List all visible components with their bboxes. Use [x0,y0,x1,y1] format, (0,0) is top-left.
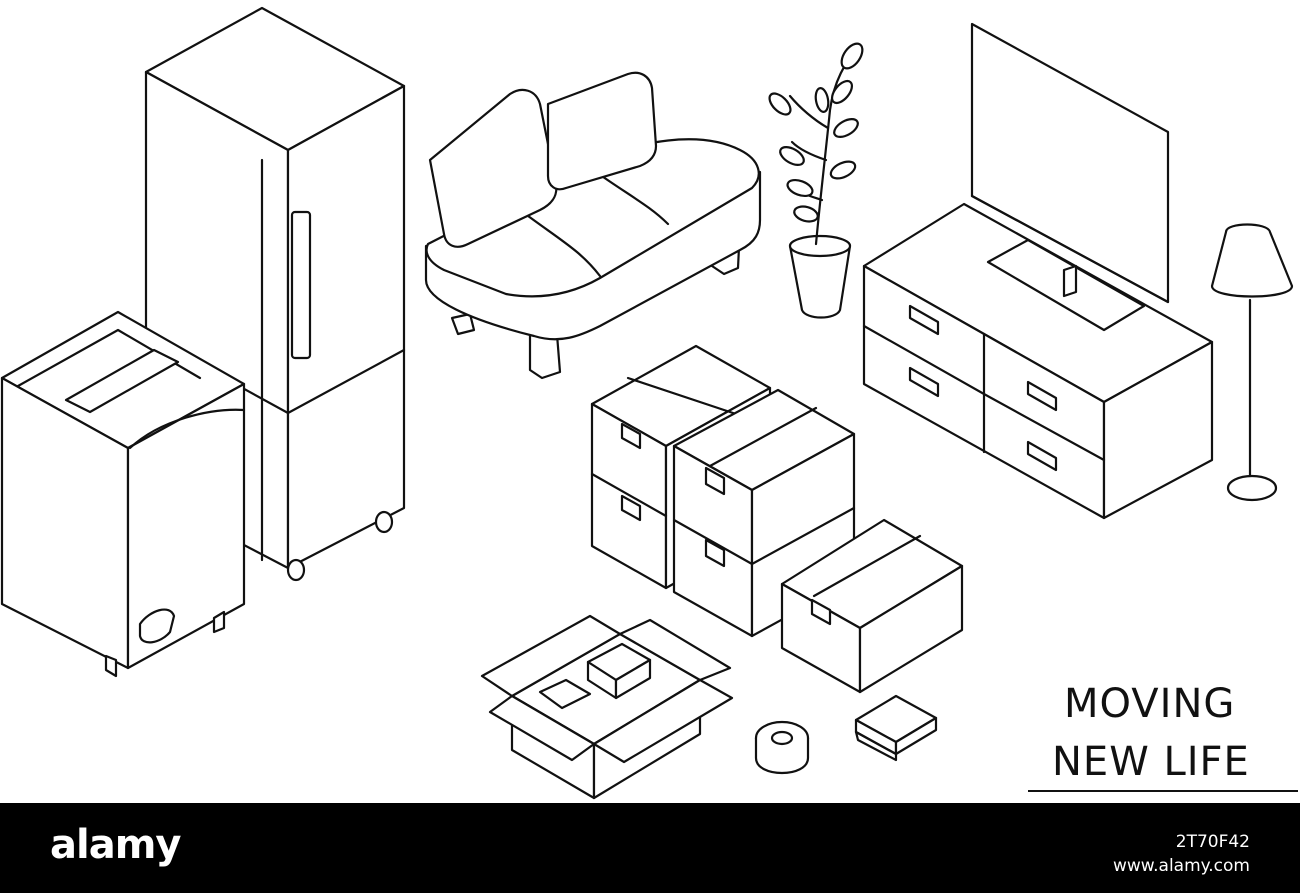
illustration [0,6,1294,800]
watermark-footer [0,803,1300,893]
sofa-cushion [546,71,658,191]
drawer-handle [1026,440,1058,472]
fridge-wheel [374,510,394,534]
tape-roll [754,720,810,775]
fridge-wheel [286,558,306,582]
caption-underline [1028,790,1298,792]
fridge-handle [290,210,312,360]
washer-lid-slot [64,348,180,414]
caption-line-2: NEW LIFE [1052,739,1250,785]
floor-lamp [1210,223,1294,502]
washing-machine [0,310,246,678]
caption-line-1: MOVING [1064,681,1236,727]
site-url: www.alamy.com [1112,855,1250,876]
lamp-shade [1210,223,1294,298]
washer-handle [138,608,176,644]
book-stack [854,694,938,762]
lamp-base [1226,474,1278,502]
open-box [480,614,734,800]
potted-plant [768,42,864,319]
sofa [424,71,762,380]
drawer-handle [908,304,940,336]
image-id: 2T70F42 [1175,832,1250,852]
drawer-handle [1026,380,1058,412]
watermark-logo: alamy [50,822,181,868]
sofa-cushion [428,88,558,248]
television [970,22,1170,332]
image-id-block: 2T70F42 www.alamy.com [1113,831,1250,879]
drawer-handle [908,366,940,398]
tv-cabinet [862,202,1214,520]
stacked-boxes [590,344,964,694]
